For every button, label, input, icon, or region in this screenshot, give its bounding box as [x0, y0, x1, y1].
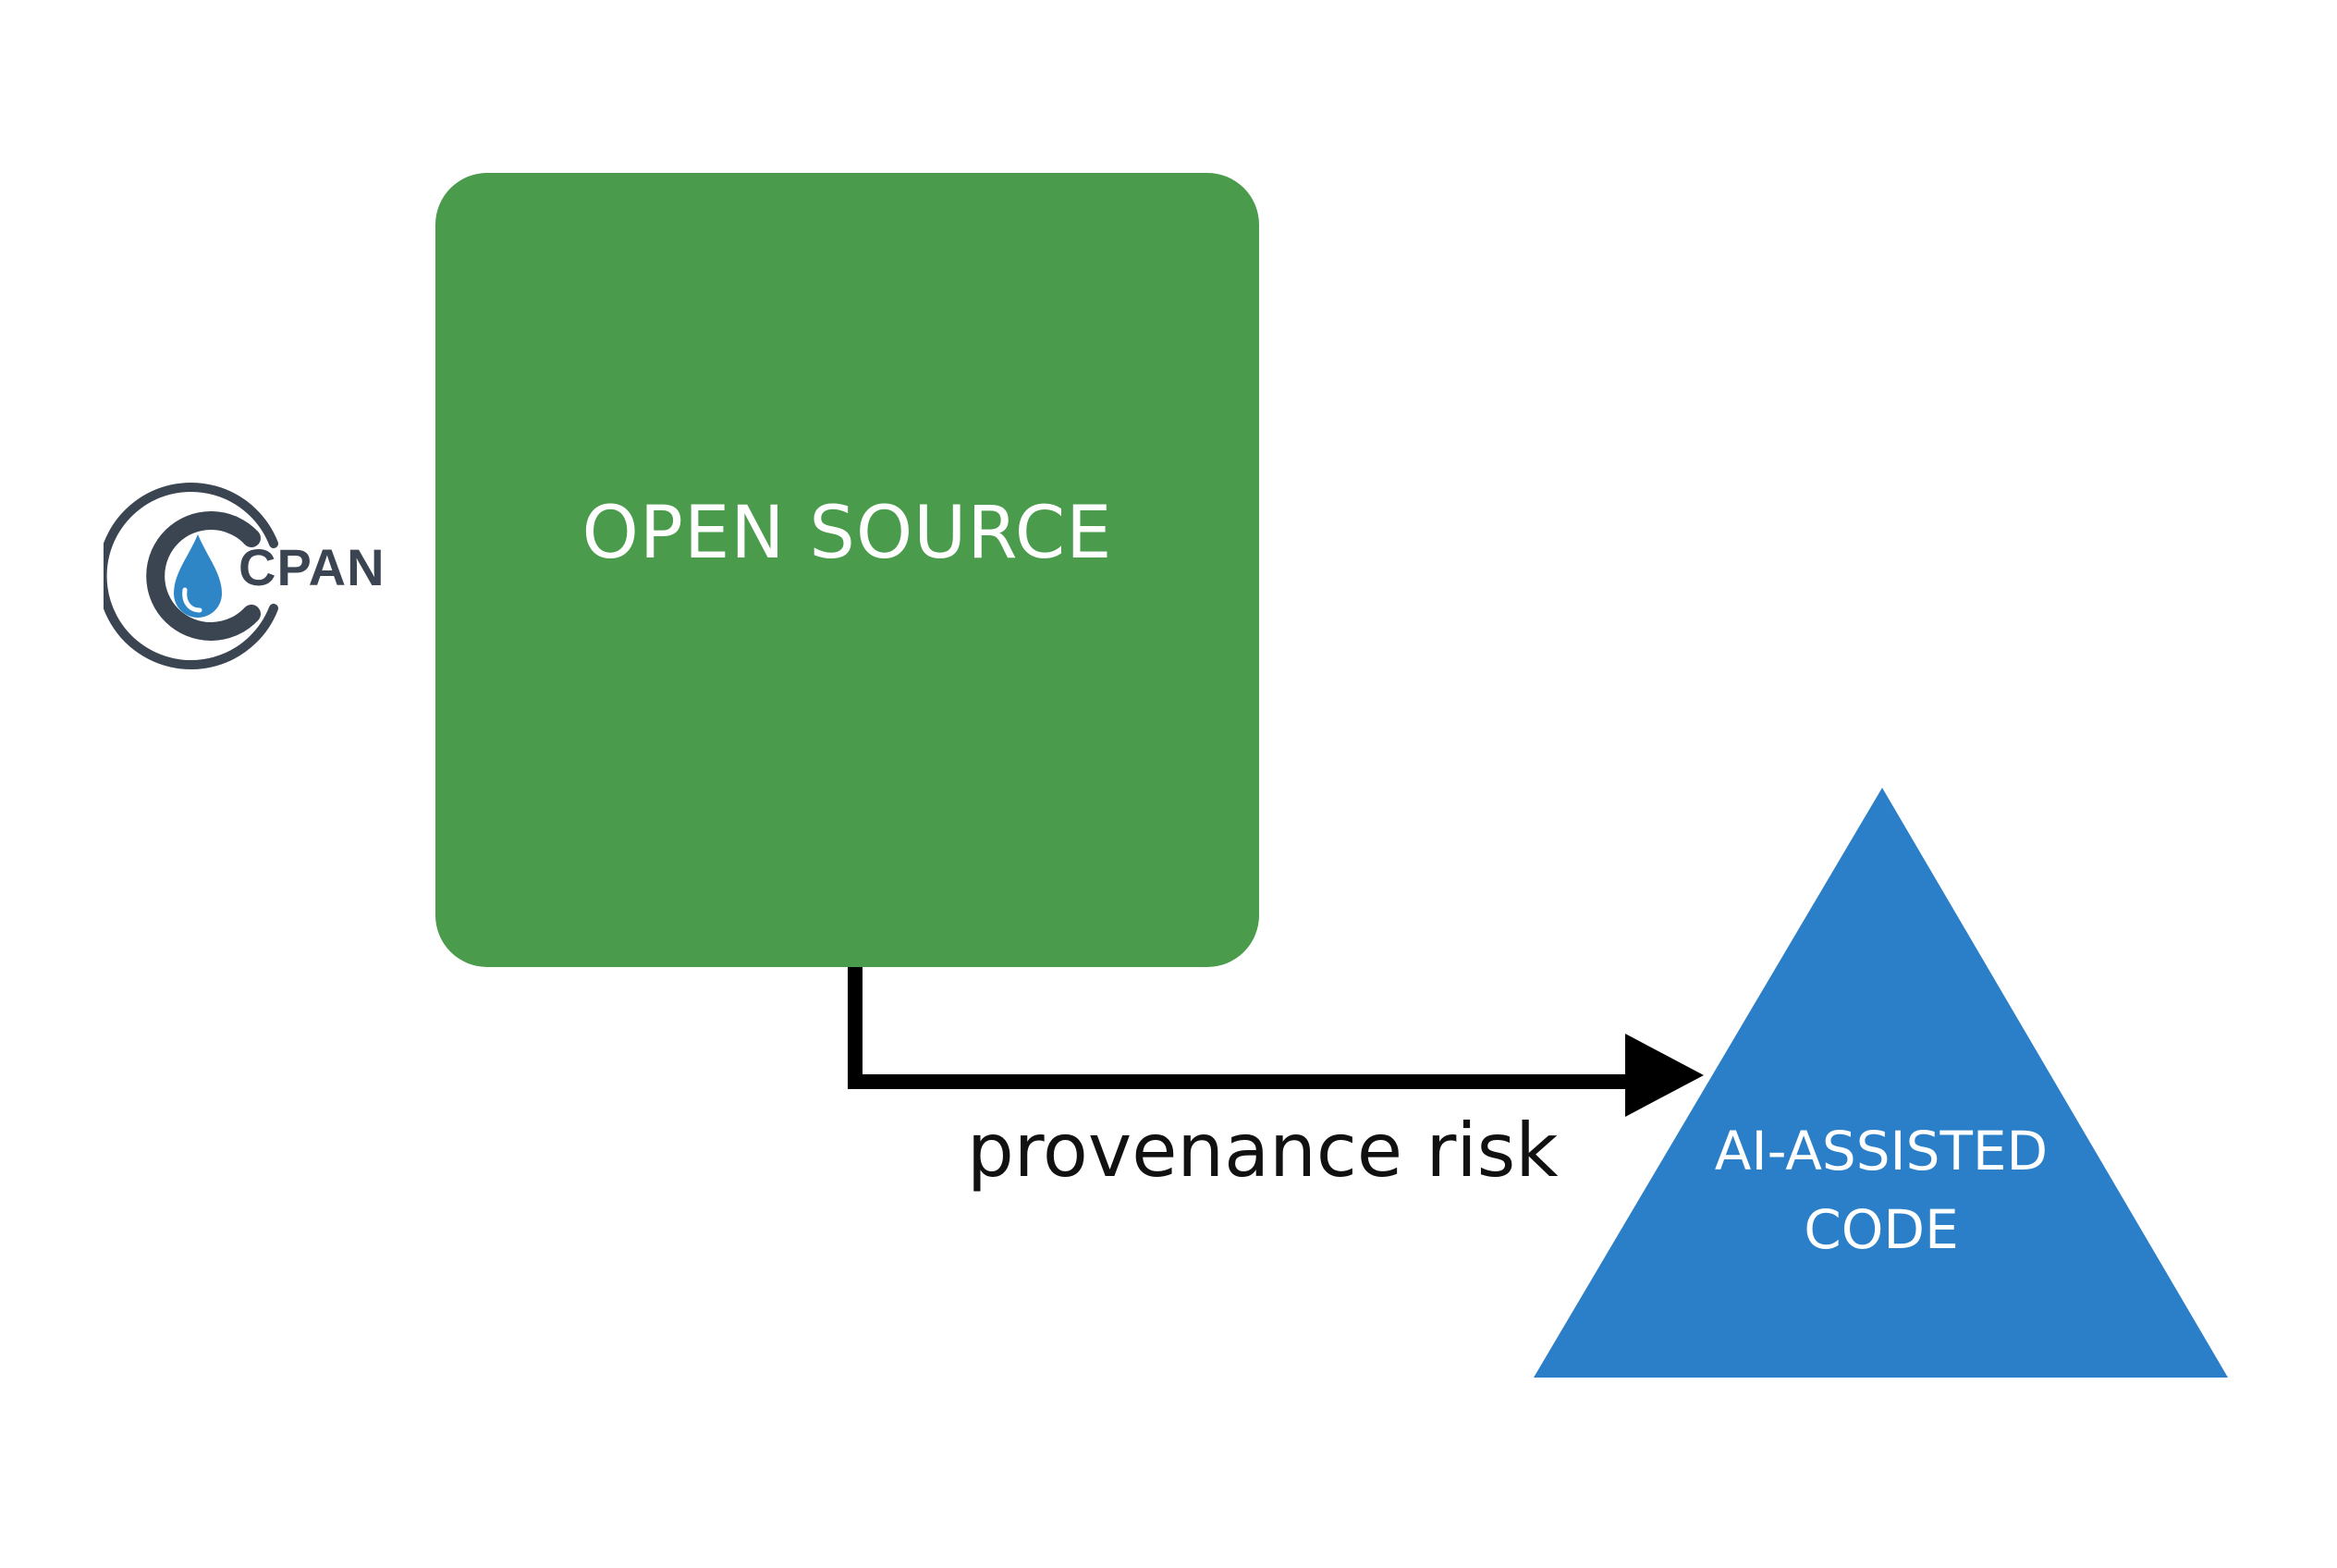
- cpan-droplet-logo-icon: [104, 483, 278, 669]
- open-source-label: OPEN SOURCE: [581, 491, 1113, 575]
- open-source-node: OPEN SOURCE: [435, 173, 1259, 967]
- cpan-logo: CPAN: [104, 481, 399, 671]
- edge-label: provenance risk: [967, 1108, 1559, 1194]
- ai-assisted-code-label: AI-ASSISTED CODE: [1673, 1121, 2089, 1260]
- ai-assisted-code-label-line1: AI-ASSISTED: [1714, 1120, 2049, 1182]
- arrowhead-icon: [1625, 1034, 1704, 1117]
- cpan-logo-text: CPAN: [239, 538, 385, 596]
- ai-assisted-code-label-line2: CODE: [1804, 1197, 1959, 1261]
